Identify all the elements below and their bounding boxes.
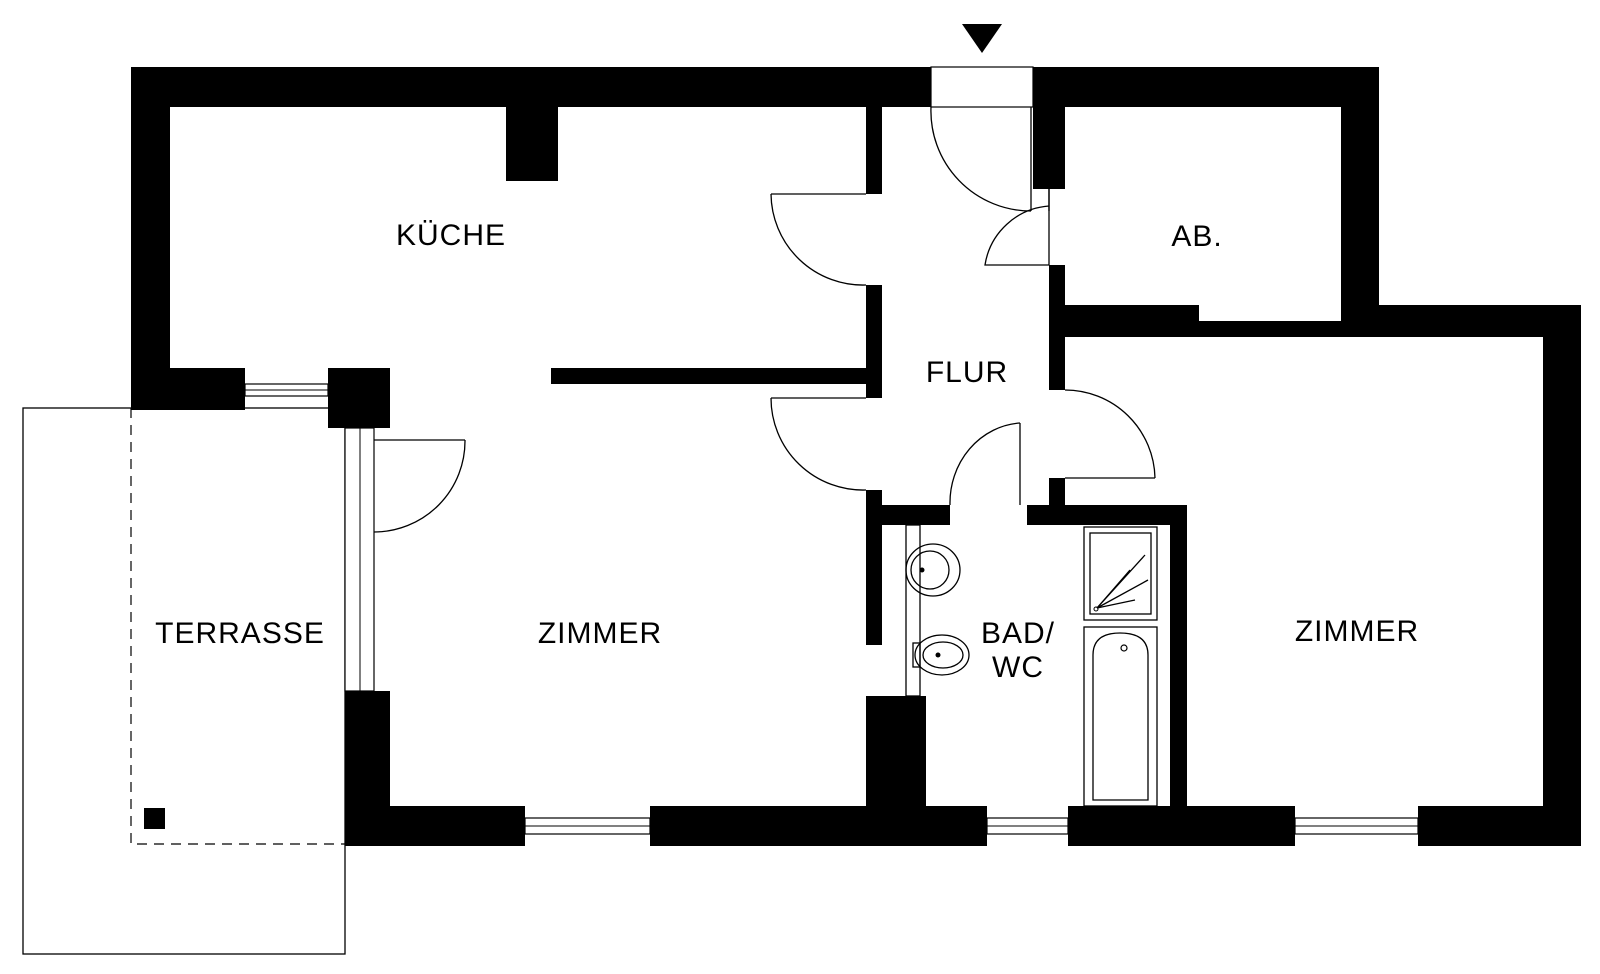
toilet-icon (912, 634, 970, 676)
zimmer-links-door (770, 397, 867, 491)
terrace-door (373, 439, 466, 533)
room-label-abstellraum: AB. (1171, 220, 1222, 253)
room-label-zimmer-rechts: ZIMMER (1295, 615, 1419, 648)
bath-door (949, 422, 1021, 506)
room-label-terrasse: TERRASSE (155, 617, 325, 650)
zimmer-rechts-door (1064, 389, 1156, 479)
doors (373, 106, 1156, 533)
entrance-door (930, 106, 1032, 212)
windows (244, 66, 1419, 835)
room-label-flur: FLUR (926, 356, 1008, 389)
entrance-opening (930, 66, 1034, 108)
room-label-zimmer-links: ZIMMER (538, 617, 662, 650)
entrance-arrow-icon (962, 24, 1002, 53)
terrace-post (144, 808, 165, 829)
storage-door (984, 189, 1050, 266)
bath-fixtures (905, 524, 1158, 807)
shower-icon (1083, 526, 1158, 621)
washbasin-icon (905, 543, 961, 597)
bathtub-icon (1083, 626, 1158, 807)
room-label-bad-line1: BAD/ (981, 617, 1055, 650)
room-label-kueche: KÜCHE (396, 219, 506, 252)
walls (131, 67, 1581, 846)
room-label-bad-line2: WC (992, 651, 1044, 684)
kitchen-door (770, 193, 867, 286)
terrace-area (22, 407, 346, 955)
